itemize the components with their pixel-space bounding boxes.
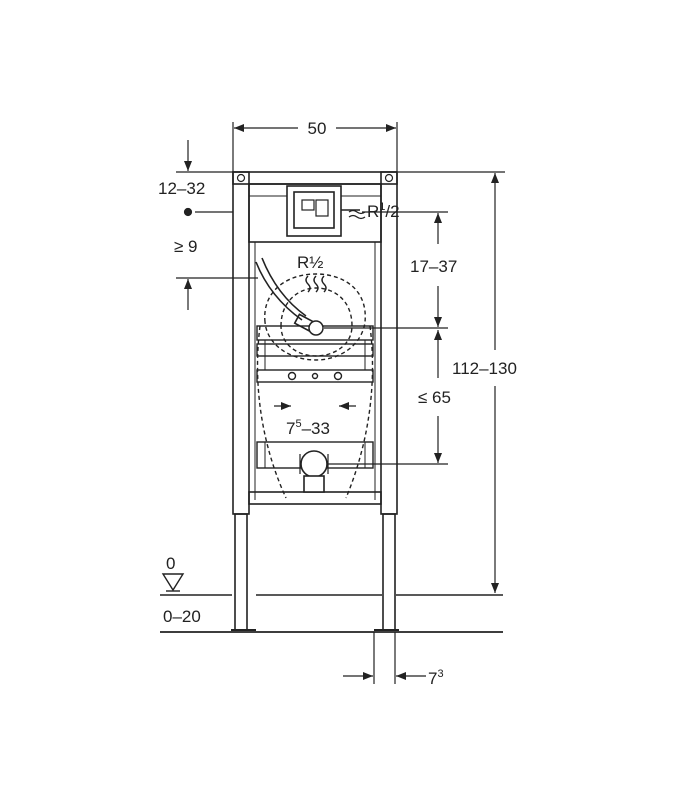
floor-level-triangle-icon: [161, 573, 185, 592]
width-label: 50: [308, 119, 327, 138]
bottom-rail: [248, 491, 382, 505]
foot-offset-label: 73: [428, 668, 444, 688]
water-inlet-icon: [305, 209, 366, 336]
inner-top-plate: [248, 183, 382, 243]
drain-elbow-icon: [299, 450, 329, 493]
right-upright: [380, 171, 398, 515]
floor-zero-label: 0: [166, 554, 175, 573]
top-rail: [232, 171, 398, 185]
min-gap-label: ≥ 9: [174, 237, 198, 256]
urinal-outline: [256, 273, 374, 499]
frame: [231, 171, 399, 631]
flush-valve-box-icon: [286, 185, 360, 237]
span-17-37-label: 17–37: [410, 257, 457, 276]
left-leg: [234, 513, 248, 631]
height-label: 112–130: [452, 359, 517, 378]
dimension-lines: [176, 122, 505, 684]
max-65-label: ≤ 65: [418, 388, 451, 407]
top-offset-label: 12–32: [158, 179, 205, 198]
pipe-center-label: R½: [297, 253, 323, 272]
right-leg: [382, 513, 396, 631]
left-upright: [232, 171, 250, 515]
floor-range-label: 0–20: [163, 607, 201, 626]
fixing-distance-label: 75–33: [286, 418, 330, 438]
pipe-right-label: R1/2: [367, 201, 400, 221]
floor-lines: [160, 594, 503, 633]
